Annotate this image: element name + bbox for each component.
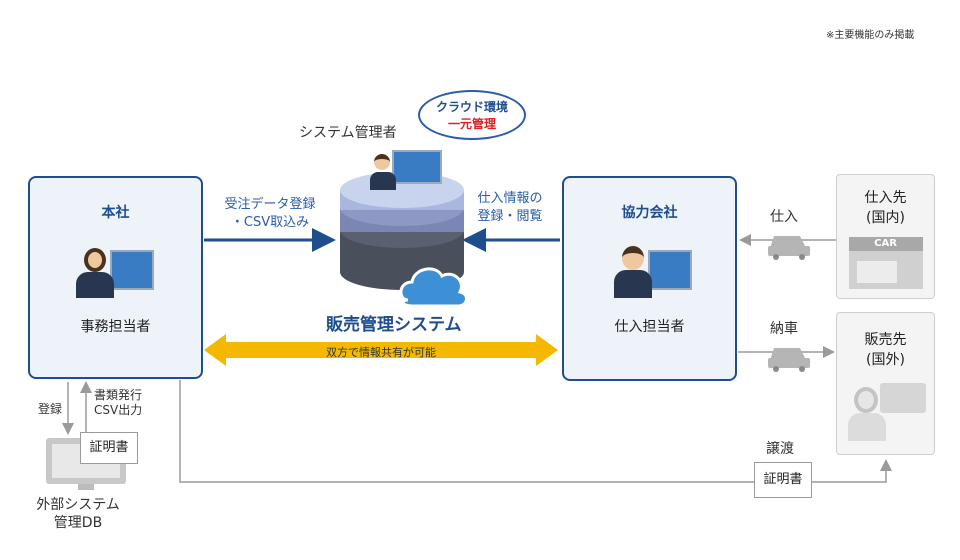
external-line-1: 外部システム (36, 497, 120, 513)
hq-to-system-label: 受注データ登録 ・CSV取込み (206, 196, 334, 232)
hq-to-system-line-2: ・CSV取込み (230, 215, 310, 230)
docs-label: 書類発行 CSV出力 (94, 388, 142, 418)
buyer-box: 販売先 (国外) (836, 312, 935, 455)
admin-label: システム管理者 (299, 125, 397, 141)
supplier-line-1: 仕入先 (864, 190, 907, 206)
delivery-label: 納車 (770, 321, 798, 337)
transfer-label: 譲渡 (766, 441, 794, 457)
hq-person-avatar (30, 242, 201, 308)
hq-title: 本社 (101, 205, 130, 221)
docs-line-2: CSV出力 (94, 403, 143, 417)
supplier-line-2: (国内) (866, 210, 905, 226)
bubble-line-2: 一元管理 (447, 117, 496, 131)
admin-avatar (370, 150, 442, 192)
shared-label: 双方で情報共有が可能 (326, 346, 436, 359)
car-icon (768, 236, 810, 260)
supplier-box: 仕入先 (国内) CAR (836, 174, 935, 299)
purchase-label: 仕入 (770, 209, 798, 225)
hq-person: 事務担当者 (80, 319, 151, 335)
partner-box: 協力会社 仕入担当者 (562, 176, 737, 381)
car-icon (768, 348, 810, 372)
cloud-icon (399, 267, 468, 308)
buyer-line-2: (国外) (866, 352, 905, 368)
partner-person-avatar (564, 242, 735, 308)
shared-double-arrow (204, 334, 558, 366)
dealership-sign: CAR (848, 237, 923, 251)
docs-line-1: 書類発行 (94, 388, 143, 402)
bubble-line-1: クラウド環境 (435, 100, 508, 114)
hq-box: 本社 事務担当者 (28, 176, 203, 379)
external-label: 外部システム 管理DB (28, 496, 128, 532)
buyer-person-icon (844, 377, 928, 441)
partner-to-system-line-2: 登録・閲覧 (477, 209, 543, 224)
external-line-2: 管理DB (53, 515, 103, 531)
buyer-line-1: 販売先 (864, 332, 907, 348)
footnote: ※主要機能のみ掲載 (826, 30, 915, 41)
speech-bubble: クラウド環境 一元管理 (418, 90, 526, 140)
system-title: 販売管理システム (326, 315, 462, 335)
partner-to-system-label: 仕入情報の 登録・閲覧 (462, 190, 558, 226)
external-certificate-doc: 証明書 (80, 432, 138, 464)
hq-to-system-line-1: 受注データ登録 (224, 197, 316, 212)
transfer-line (179, 380, 892, 483)
partner-person: 仕入担当者 (614, 319, 685, 335)
transfer-certificate-doc: 証明書 (754, 462, 812, 498)
partner-title: 協力会社 (621, 205, 678, 221)
partner-to-system-line-1: 仕入情報の (477, 191, 543, 206)
register-label: 登録 (38, 402, 63, 416)
dealership-icon: CAR (848, 237, 923, 289)
